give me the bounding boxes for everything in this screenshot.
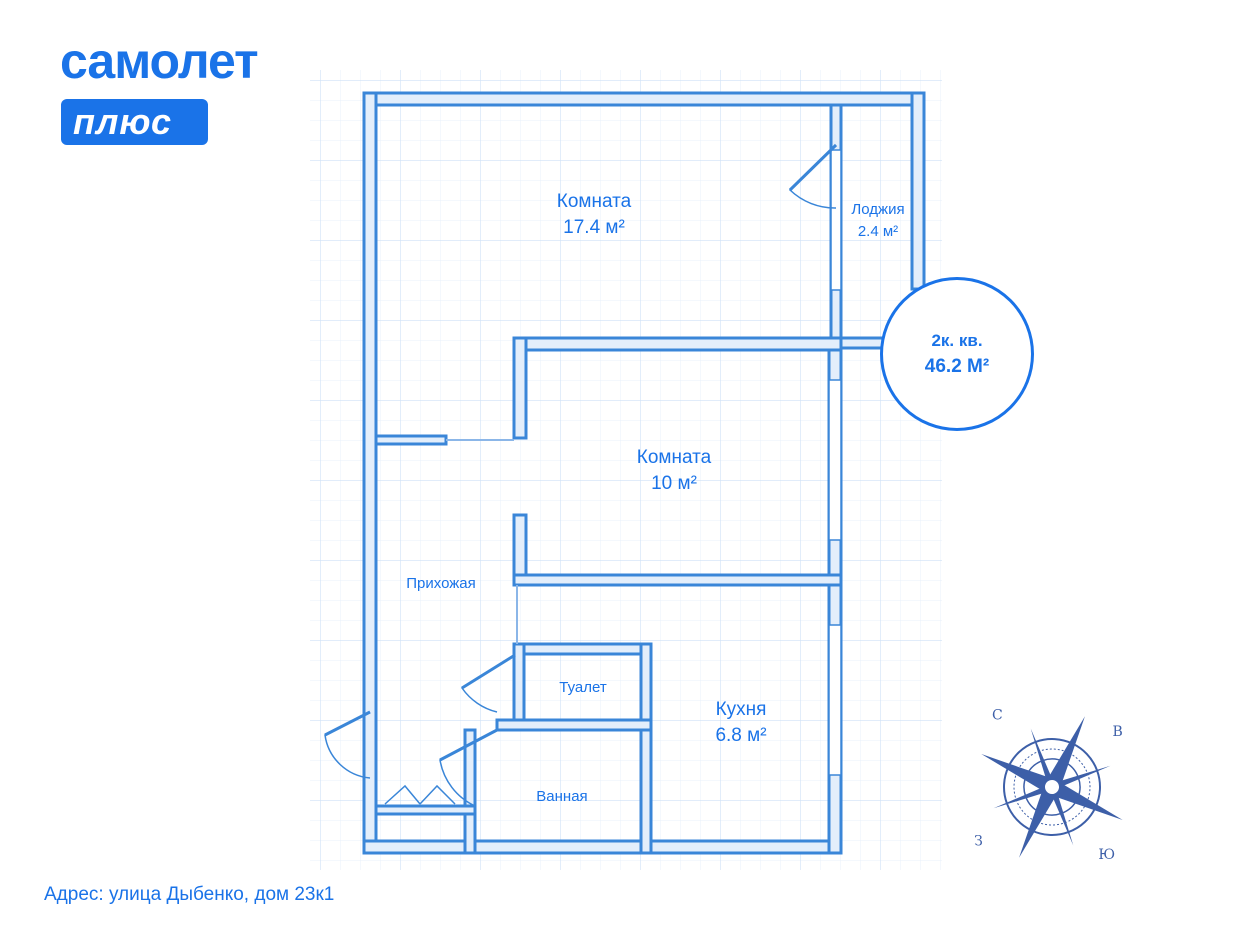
room-label-toilet: Туалет	[559, 677, 606, 699]
room-name: Лоджия	[851, 201, 905, 218]
room-name: Комната	[556, 191, 632, 212]
room-area: 2.4 м²	[857, 223, 899, 240]
apartment-type: 2к. кв.	[931, 331, 983, 350]
room-label-kitchen: Кухня 6.8 м²	[715, 697, 766, 749]
room-label-loggia: Лоджия 2.4 м²	[851, 199, 904, 243]
brand-logo-badge: плюс	[61, 99, 208, 145]
room-label-room1: Комната 17.4 м²	[557, 189, 631, 241]
room-label-hall: Прихожая	[406, 573, 476, 595]
room-label-bath: Ванная	[536, 786, 587, 808]
compass-north-label: С	[992, 708, 1003, 724]
compass-west-label: З	[974, 833, 983, 849]
room-area: 10 м²	[651, 473, 697, 494]
room-name: Ванная	[536, 788, 588, 805]
address-text: Адрес: улица Дыбенко, дом 23к1	[44, 884, 335, 905]
apartment-summary-badge: 2к. кв. 46.2 М²	[880, 277, 1034, 431]
compass-south-label: Ю	[1098, 847, 1115, 863]
room-name: Комната	[636, 447, 712, 468]
room-area: 17.4 м²	[563, 217, 625, 238]
room-name: Туалет	[559, 679, 607, 696]
brand-logo-text: самолет	[60, 33, 259, 89]
room-label-room2: Комната 10 м²	[637, 445, 711, 497]
compass-rose: С В Ю З	[974, 708, 1123, 863]
apartment-total-area: 46.2 М²	[924, 356, 990, 377]
doors	[324, 143, 838, 807]
room-name: Прихожая	[406, 575, 476, 592]
compass-east-label: В	[1113, 724, 1123, 740]
room-name: Кухня	[715, 699, 767, 720]
walls	[362, 91, 926, 855]
room-area: 6.8 м²	[715, 725, 767, 746]
windows	[828, 149, 842, 776]
